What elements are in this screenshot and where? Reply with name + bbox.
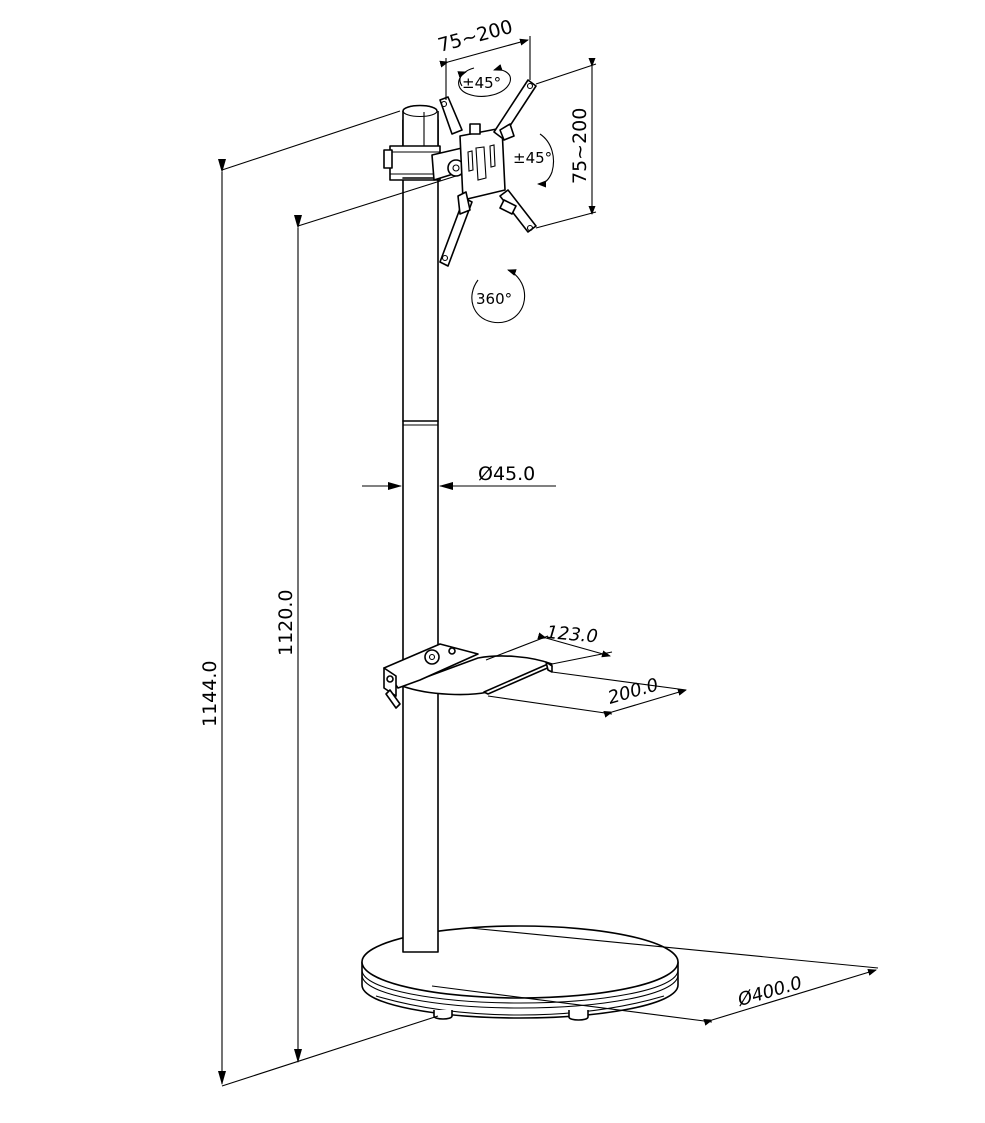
base-foot-left bbox=[433, 1010, 453, 1020]
base-diameter-label: Ø400.0 bbox=[735, 973, 805, 1012]
dim-shelf-depth: 123.0 bbox=[485, 622, 613, 665]
overall-height-label: 1144.0 bbox=[199, 661, 221, 727]
dim-vesa-height: 75~200 bbox=[535, 58, 597, 229]
pole-diameter-label: Ø45.0 bbox=[478, 463, 535, 485]
dim-mount-height: 1120.0 bbox=[275, 175, 457, 1063]
shelf-depth-label: 123.0 bbox=[546, 622, 599, 647]
round-base bbox=[361, 925, 679, 1021]
dim-pole-diameter: Ø45.0 bbox=[362, 463, 556, 490]
base-foot-right bbox=[568, 1010, 589, 1021]
vesa-width-label: 75~200 bbox=[436, 16, 515, 57]
rotation-label: 360° bbox=[476, 290, 512, 308]
mount-height-label: 1120.0 bbox=[275, 590, 297, 656]
pole bbox=[402, 104, 439, 953]
accessory-shelf bbox=[383, 643, 553, 709]
swivel-label: ±45° bbox=[513, 149, 552, 167]
vesa-mount bbox=[431, 79, 537, 267]
tilt-indicator: ±45° bbox=[457, 64, 511, 97]
tilt-label: ±45° bbox=[462, 74, 501, 92]
rotation-indicator: 360° bbox=[471, 269, 526, 324]
dim-overall-height: 1144.0 bbox=[199, 110, 439, 1087]
vesa-height-label: 75~200 bbox=[569, 108, 591, 184]
shelf-width-label: 200.0 bbox=[606, 674, 661, 708]
pole-clamp bbox=[383, 145, 441, 181]
swivel-indicator: ±45° bbox=[513, 133, 555, 188]
